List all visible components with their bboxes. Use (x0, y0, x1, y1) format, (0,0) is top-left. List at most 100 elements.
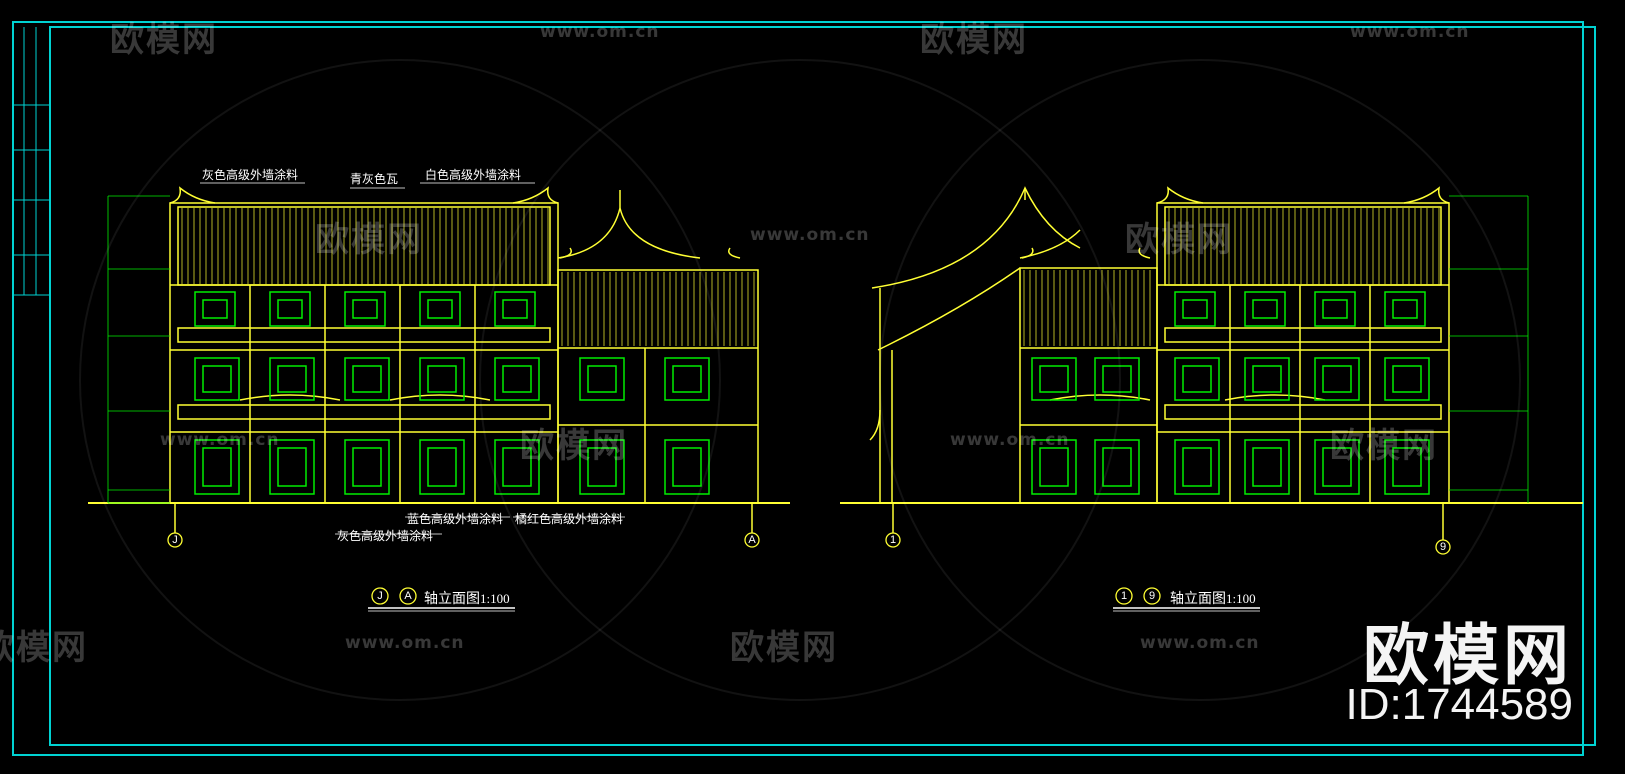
window-frame (194, 291, 236, 327)
watermark-logo: 欧模网 (110, 20, 218, 60)
note-gray-wall-bottom: 灰色高级外墙涂料 (337, 529, 434, 543)
window-frame (664, 439, 710, 495)
window-pane (427, 299, 453, 319)
watermark-logo: 欧模网 (1330, 426, 1438, 466)
window-frame (494, 439, 540, 495)
window-frame (579, 439, 625, 495)
window-frame (419, 291, 461, 327)
window-frame (1244, 357, 1290, 401)
watermark-logo: 欧模网 (0, 628, 88, 668)
window-frame (344, 357, 390, 401)
note-blue-gray-tile: 青灰色瓦 (350, 172, 399, 186)
window-pane (352, 299, 378, 319)
axis-label-left-start: J (172, 534, 178, 546)
note-white-wall: 白色高级外墙涂料 (425, 168, 522, 182)
wing-roof-hatch (561, 270, 1151, 346)
window-pane (1252, 447, 1282, 487)
window-frame (664, 357, 710, 401)
axis-label-right-start: 1 (889, 534, 897, 546)
window-frame (344, 291, 386, 327)
window-frame (1314, 291, 1356, 327)
window-frame (194, 439, 240, 495)
window-frame (1384, 291, 1426, 327)
watermark-url: www.om.cn (750, 225, 870, 245)
window-frame (1384, 439, 1430, 495)
window-pane (1102, 365, 1132, 393)
right-view-title-text: 轴立面图 (1170, 591, 1226, 607)
watermark-url: www.om.cn (345, 633, 465, 653)
window-pane (502, 365, 532, 393)
inner-frame (49, 26, 1596, 746)
right-view-scale: 1:100 (1226, 591, 1256, 606)
window-pane (1182, 299, 1208, 319)
watermark-url: www.om.cn (1140, 633, 1260, 653)
brand-id-text: ID:1744589 (1345, 680, 1573, 729)
window-pane (1039, 365, 1069, 393)
left-title-strip (13, 27, 50, 296)
window-pane (587, 365, 617, 393)
left-windows (194, 291, 710, 495)
window-pane (1252, 299, 1278, 319)
note-blue-wall: 蓝色高级外墙涂料 (407, 512, 504, 526)
window-frame (1174, 357, 1220, 401)
window-frame (1094, 439, 1140, 495)
watermark-logo: 欧模网 (315, 220, 423, 260)
window-pane (202, 299, 228, 319)
window-frame (269, 291, 311, 327)
left-title-axis-end: A (404, 590, 412, 602)
window-pane (672, 365, 702, 393)
right-windows (1031, 291, 1430, 495)
window-pane (277, 299, 303, 319)
window-pane (202, 447, 232, 487)
window-frame (1244, 291, 1286, 327)
window-frame (1314, 357, 1360, 401)
window-frame (419, 357, 465, 401)
window-pane (277, 447, 307, 487)
window-pane (1322, 365, 1352, 393)
window-frame (1174, 291, 1216, 327)
axis-circles (167, 532, 1451, 605)
window-pane (1252, 365, 1282, 393)
window-pane (1182, 447, 1212, 487)
right-view-title: 轴立面图1:100 (1170, 588, 1256, 608)
window-pane (672, 447, 702, 487)
window-pane (1182, 365, 1212, 393)
right-roof-hatch (1168, 208, 1440, 284)
right-elevation (869, 186, 1529, 540)
left-view-title-text: 轴立面图 (424, 591, 480, 607)
window-frame (1094, 357, 1140, 401)
note-leaders (200, 182, 625, 535)
left-elevation (107, 186, 759, 533)
window-pane (352, 447, 382, 487)
watermark-arcs (79, 59, 1521, 701)
watermark-url: www.om.cn (950, 430, 1070, 450)
window-frame (419, 439, 465, 495)
window-pane (427, 447, 457, 487)
window-frame (1031, 357, 1077, 401)
watermark-logo: 欧模网 (730, 628, 838, 668)
window-pane (1392, 365, 1422, 393)
note-orange-wall: 橘红色高级外墙涂料 (515, 512, 624, 526)
outer-frame (12, 21, 1584, 756)
window-pane (1392, 299, 1418, 319)
watermark-logo: 欧模网 (1125, 220, 1233, 260)
window-pane (587, 447, 617, 487)
axis-label-left-end: A (748, 534, 756, 546)
window-frame (269, 357, 315, 401)
watermark-logo: 欧模网 (920, 20, 1028, 60)
watermark-url: www.om.cn (1350, 22, 1470, 42)
window-pane (1322, 299, 1348, 319)
window-pane (352, 365, 382, 393)
watermark-url: www.om.cn (160, 430, 280, 450)
left-view-title: 轴立面图1:100 (424, 588, 510, 608)
window-pane (202, 365, 232, 393)
left-view-scale: 1:100 (480, 591, 510, 606)
window-frame (1174, 439, 1220, 495)
window-frame (1314, 439, 1360, 495)
axis-label-right-end: 9 (1439, 541, 1447, 553)
window-frame (1384, 357, 1430, 401)
window-frame (1244, 439, 1290, 495)
window-frame (579, 357, 625, 401)
window-pane (1039, 447, 1069, 487)
